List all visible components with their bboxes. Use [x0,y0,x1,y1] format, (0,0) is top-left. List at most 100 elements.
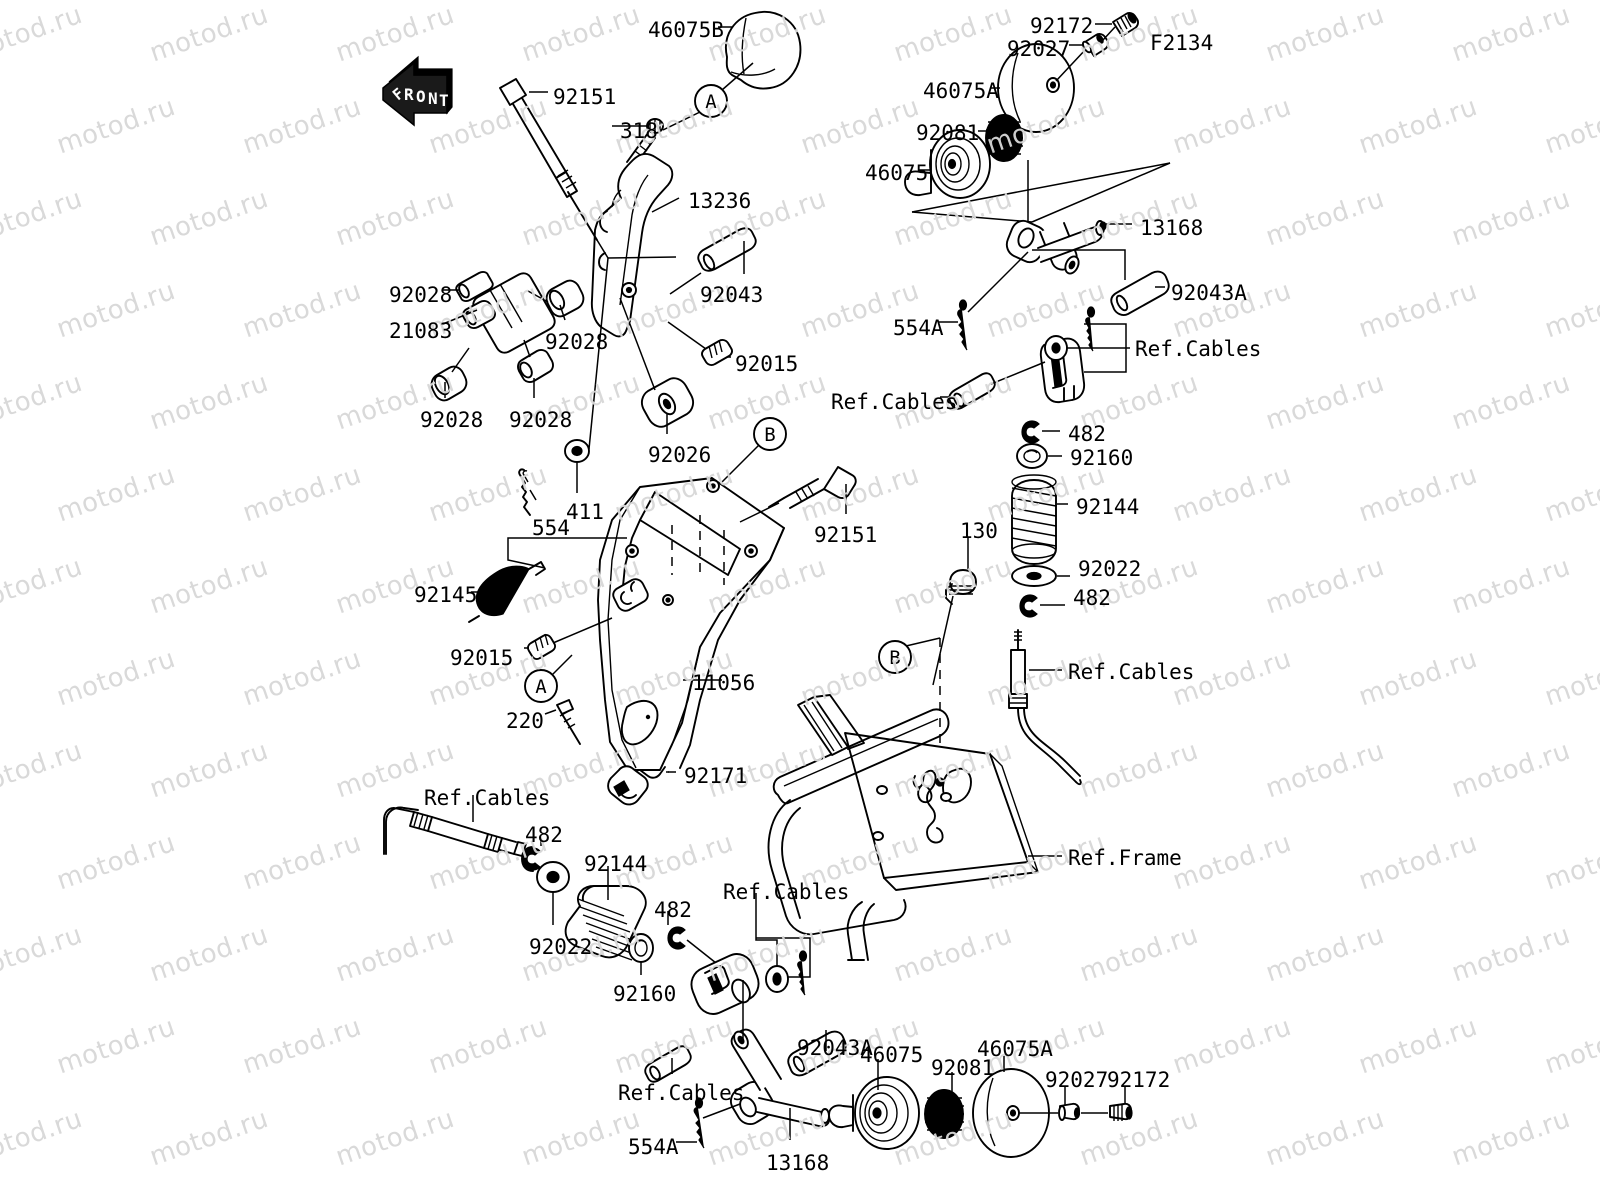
part-92081-spring-lower [924,1089,964,1139]
part-92160-damper-right [1016,443,1048,469]
part-92043A-collar-upper [1110,270,1170,316]
part-label-ref-cables: Ref.Cables [723,880,850,904]
part-label-554a: 554A [628,1135,679,1159]
part-label-92043a: 92043A [797,1036,873,1060]
part-refcable-collar-mid [948,372,996,410]
part-318-seal [646,118,664,134]
part-label-46075: 46075 [865,161,929,185]
part-220-screw [556,699,581,745]
callout-bubble-B-upper: B [753,417,787,451]
part-label-554a: 554A [893,316,944,340]
svg-text:N: N [428,89,438,108]
part-21083-arm [462,272,556,354]
part-label-482: 482 [1068,422,1106,446]
part-label-46075a: 46075A [977,1037,1053,1061]
part-refcable-right-vertical [1008,629,1082,786]
front-orientation-badge: F R O N T [382,55,453,127]
part-label-f2134: F2134 [1150,31,1214,55]
part-92028-bushing-top [455,271,494,302]
part-label-92015: 92015 [735,352,799,376]
part-label-220: 220 [506,709,544,733]
part-label-ref-cables: Ref.Cables [831,390,958,414]
part-92028-bushing-bottomleft [430,365,468,402]
part-label-92022: 92022 [529,935,593,959]
part-92081-spring-upper [985,114,1023,162]
part-label-ref-cables: Ref.Cables [424,786,551,810]
part-92026-bush [640,377,695,428]
part-label-554: 554 [532,516,570,540]
part-label-92043: 92043 [700,283,764,307]
part-label-92026: 92026 [648,443,712,467]
part-554-cotter-pin [518,468,531,516]
part-label-ref-frame: Ref.Frame [1068,846,1182,870]
part-46075-pedal-lower [828,1076,920,1150]
part-130-plug [945,569,977,605]
part-clevis-lower [690,953,760,1015]
part-13236-shift-lever [590,152,674,338]
svg-text:T: T [439,91,449,110]
part-label-92028: 92028 [545,330,609,354]
part-label-92172: 92172 [1030,14,1094,38]
part-92015-nut-upper [701,339,733,366]
part-13168-lever-upper [1005,219,1107,275]
svg-text:B: B [764,424,775,446]
part-92151-bolt-upper [499,78,598,241]
svg-text:R: R [404,85,414,104]
part-46075-pedal-upper [904,129,991,199]
part-46075A-disc-upper [997,43,1075,133]
part-92172-bolt-upper [1112,12,1139,37]
callout-bubble-A-lower: A [524,669,558,703]
part-92160-damper-left [628,933,654,963]
part-label-46075: 46075 [860,1043,924,1067]
part-label-92027: 92027 [1007,37,1071,61]
part-554A-pin-upper [957,299,968,351]
part-refcable-washer-lower [765,965,789,993]
svg-text:A: A [705,91,717,113]
part-label-92028: 92028 [389,283,453,307]
svg-text:O: O [416,87,426,106]
part-label-92028: 92028 [420,408,484,432]
part-label-92043a: 92043A [1171,281,1247,305]
part-11056-bracket [597,477,785,771]
part-ref-cable-lower-left [383,806,527,857]
part-482-clip-left [521,846,541,872]
part-label-482: 482 [1073,586,1111,610]
ref-frame-assembly [767,694,1039,961]
part-92022-washer-right [1011,565,1057,587]
part-label-92172: 92172 [1107,1068,1171,1092]
part-label-92151: 92151 [814,523,878,547]
part-92028-bushing-bottomcenter [517,349,554,383]
part-92022-washer-left [536,861,570,893]
part-92151-bolt-middle [768,466,857,509]
part-92171-clamp [607,765,666,806]
part-92027-nut-upper [1081,33,1109,57]
part-label-92144: 92144 [584,852,648,876]
part-label-92160: 92160 [1070,446,1134,470]
part-label-92145: 92145 [414,583,478,607]
part-label-ref-cables: Ref.Cables [1068,660,1195,684]
part-92027-nut-lower [1058,1102,1081,1121]
part-refcable-collar-lower [644,1045,692,1083]
part-refcable-pin-upper [1085,306,1096,352]
part-label-411: 411 [566,500,604,524]
part-92145-spring [468,561,546,623]
callout-bubble-A-upper: A [694,84,728,118]
part-label-92151: 92151 [553,85,617,109]
part-label-92144: 92144 [1076,495,1140,519]
part-label-92015: 92015 [450,646,514,670]
part-554A-pin-lower [693,1097,705,1149]
part-label-92028: 92028 [509,408,573,432]
part-92015-nut-middle [527,633,556,660]
svg-text:A: A [535,676,547,698]
svg-text:B: B [889,647,900,669]
part-92144-spring-right [1011,474,1057,565]
part-label-92081: 92081 [916,121,980,145]
part-label-92081: 92081 [931,1056,995,1080]
part-13168-lever-lower [729,1028,831,1128]
part-label-92027: 92027 [1045,1068,1109,1092]
part-refcable-pin-lower [797,950,808,996]
part-label-46075b: 46075B [648,18,724,42]
part-482-clip-rightlower [1019,594,1038,618]
